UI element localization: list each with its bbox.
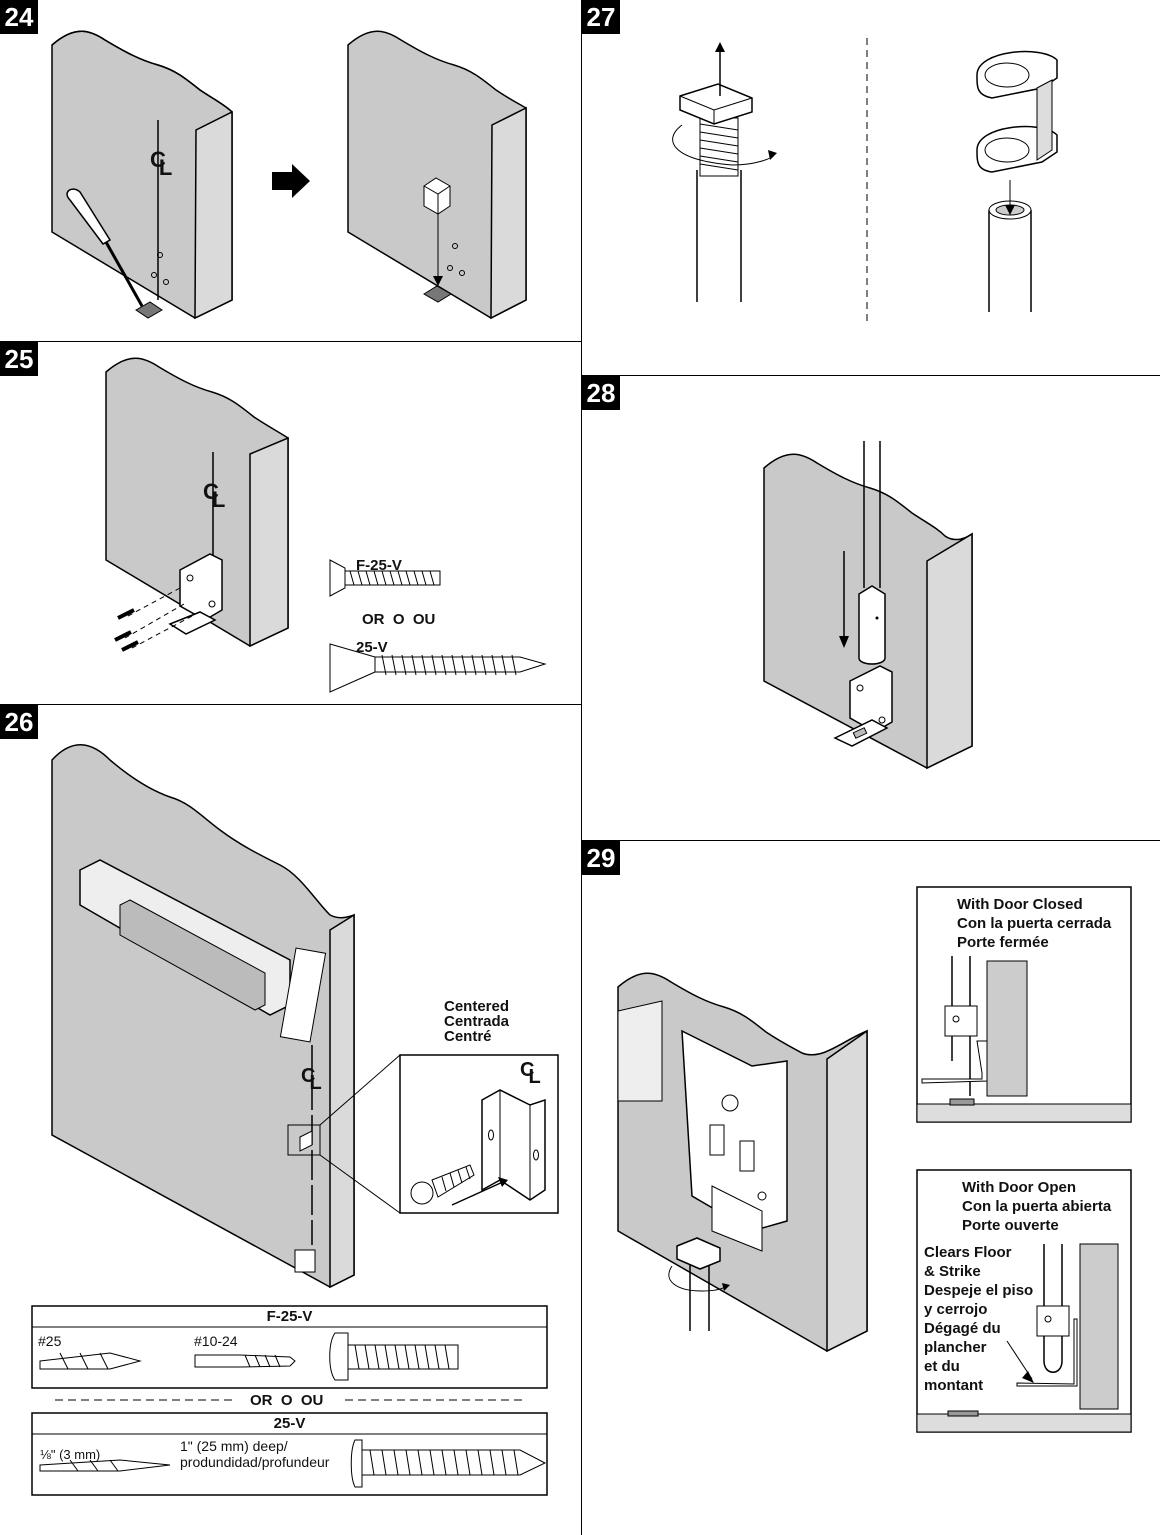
step-29-badge: 29	[582, 841, 620, 875]
centerline-symbol-26: CL	[301, 1065, 322, 1094]
step-25-panel: 25 CL F-25-V OR O OU 25-V	[0, 342, 581, 704]
step-27-badge: 27	[582, 0, 620, 34]
centerline-symbol-24a: CL	[150, 147, 173, 180]
table-b-drill: ⅛" (3 mm)	[40, 1447, 101, 1462]
centered-label: Centered Centrada Centré	[444, 998, 510, 1045]
screw-25v-label: 25-V	[356, 639, 388, 656]
table-a-tap: #10-24	[194, 1333, 238, 1349]
step-26-badge: 26	[0, 705, 38, 739]
step-25-illustration	[105, 357, 547, 693]
step-29-panel: 29	[582, 841, 1160, 1535]
door-closed-label: With Door Closed Con la puerta cerrada P…	[957, 896, 1112, 951]
or-label-26: OR O OU	[250, 1392, 324, 1409]
screw-f25v-label: F-25-V	[356, 557, 402, 574]
clears-floor-label: Clears Floor & Strike Despeje el piso y …	[924, 1244, 1034, 1394]
step-24-illustration	[51, 30, 527, 320]
step-24-badge: 24	[0, 0, 38, 34]
step-26-illustration	[31, 744, 559, 1496]
centerline-symbol-26-zoom: CL	[520, 1059, 541, 1088]
step-28-illustration	[763, 441, 973, 770]
step-26-panel: 26	[0, 705, 581, 1535]
divider-28-29	[581, 840, 1160, 841]
table-b-title: 25-V	[273, 1415, 306, 1432]
step-24-panel: 24 CL	[0, 0, 581, 341]
step-28-badge: 28	[582, 376, 620, 410]
table-b-depth: 1" (25 mm) deep/ produndidad/profundeur	[180, 1438, 330, 1470]
step-28-panel: 28	[582, 376, 1160, 840]
step-29-illustration	[617, 886, 1132, 1433]
divider-25-26	[0, 704, 581, 705]
table-a-drill: #25	[38, 1333, 62, 1349]
centerline-symbol-25: CL	[203, 479, 226, 512]
or-label-25: OR O OU	[362, 611, 436, 628]
door-open-label: With Door Open Con la puerta abierta Por…	[962, 1179, 1112, 1234]
divider-24-25	[0, 341, 581, 342]
divider-27-28	[581, 375, 1160, 376]
step-25-badge: 25	[0, 342, 38, 376]
center-divider	[581, 0, 582, 1535]
step-27-illustration	[672, 38, 1058, 322]
step-27-panel: 27	[582, 0, 1160, 375]
table-a-title: F-25-V	[266, 1308, 313, 1325]
